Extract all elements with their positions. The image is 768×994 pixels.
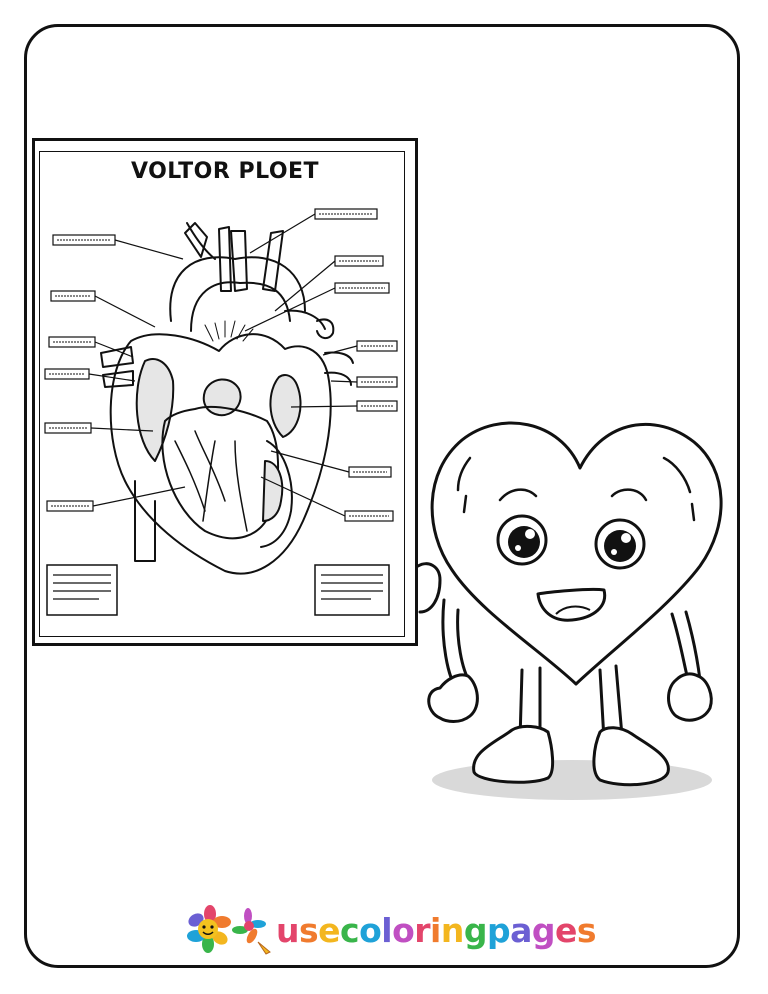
- vessel-1: [184, 222, 208, 258]
- vessel-2: [218, 226, 232, 292]
- flower-smiley-icon: [187, 905, 271, 955]
- heart-anatomy-diagram: [44, 208, 398, 616]
- poster-note-boxes: [46, 564, 390, 616]
- heart-body: [109, 333, 332, 575]
- anatomy-poster: VOLTOR PLOET: [32, 138, 418, 646]
- poster-inner-border: [39, 151, 405, 637]
- brand-logo[interactable]: usecoloringpages: [186, 902, 597, 958]
- logo-text: usecoloringpages: [276, 910, 597, 950]
- poster-title: VOLTOR PLOET: [130, 159, 320, 184]
- vessel-3: [230, 230, 248, 292]
